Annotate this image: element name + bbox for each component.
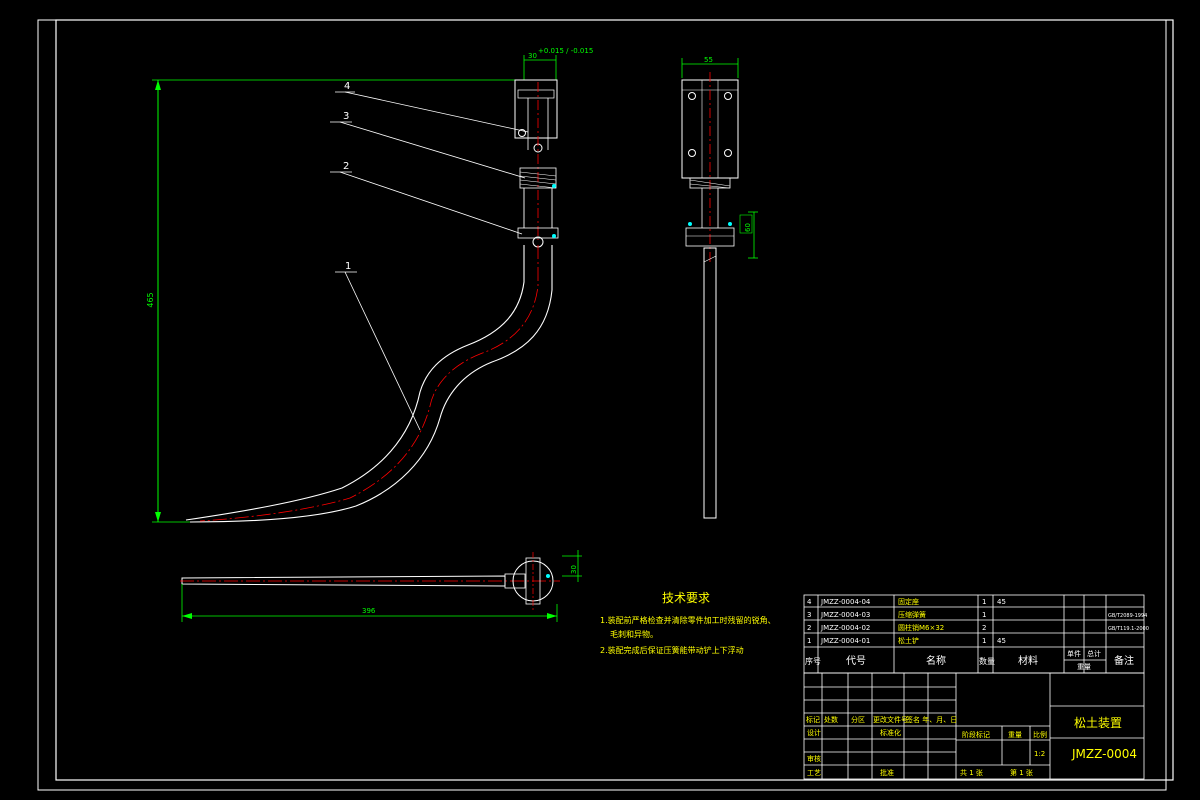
balloon-4: 4 xyxy=(344,81,350,92)
tb-scale: 比例 xyxy=(1033,730,1047,739)
bom-row-mat: 45 xyxy=(997,637,1006,645)
tb-approve: 批准 xyxy=(880,768,894,777)
bom-header-single: 单件 xyxy=(1067,649,1081,658)
bom-text: 4 JMZZ-0004-04 固定座 1 45 3 JMZZ-0004-03 压… xyxy=(805,597,1149,671)
bom-row-name: 固定座 xyxy=(898,597,919,606)
tb-count: 处数 xyxy=(824,715,838,724)
tb-drawing-name: 松土装置 xyxy=(1074,716,1122,730)
side-width-dim-text: 55 xyxy=(704,56,713,64)
bom-row-no: 2 xyxy=(807,624,811,632)
bom-row-name: 压缩弹簧 xyxy=(898,610,926,619)
bottom-view: 396 30 xyxy=(180,550,582,622)
tech-title: 技术要求 xyxy=(662,591,710,605)
bom-row-qty: 2 xyxy=(982,624,986,632)
tech-line-1: 1.装配前严格检查并清除零件加工时残留的锐角、 xyxy=(600,615,776,625)
bom-header-note: 备注 xyxy=(1114,654,1134,667)
balloon-1: 1 xyxy=(345,261,351,272)
tb-sheet: 第 1 张 xyxy=(1010,768,1033,777)
bom-row-qty: 1 xyxy=(982,637,986,645)
bom-table xyxy=(803,594,1145,674)
tb-sign-date: 签名 年、月、日 xyxy=(906,715,957,724)
tb-change-doc: 更改文件号 xyxy=(873,715,908,724)
bom-row-no: 1 xyxy=(807,637,811,645)
compression-spring xyxy=(519,167,557,189)
length-dim-text: 396 xyxy=(362,607,376,615)
tech-requirements: 技术要求 1.装配前严格检查并清除零件加工时残留的锐角、 毛刺和异物。 2.装配… xyxy=(600,591,776,655)
bom-row-mat: 45 xyxy=(997,598,1006,606)
shovel-centerline xyxy=(199,245,539,522)
tech-line-3: 2.装配完成后保证压簧能带动铲上下浮动 xyxy=(600,645,744,655)
bom-row-name: 松土铲 xyxy=(898,636,919,645)
bom-row-name: 圆柱销M6×32 xyxy=(898,623,944,632)
title-block xyxy=(803,672,1145,780)
bom-header-total: 总计 xyxy=(1087,649,1101,658)
tb-stage-mark: 阶段标记 xyxy=(962,730,990,739)
bom-row-code: JMZZ-0004-03 xyxy=(820,611,870,619)
side-view: 55 60 xyxy=(681,56,758,519)
bom-row-no: 4 xyxy=(807,598,812,606)
bom-header-code: 代号 xyxy=(846,655,866,667)
bottom-right-dim-text: 30 xyxy=(570,565,578,574)
title-block-text: 标记 处数 分区 更改文件号 签名 年、月、日 设计 标准化 审核 工艺 批准 … xyxy=(806,715,1137,777)
tb-review: 审核 xyxy=(807,754,821,763)
side-right-dim-text: 60 xyxy=(744,223,752,232)
bom-row-qty: 1 xyxy=(982,598,986,606)
bom-row-note: GB/T119.1-2000 xyxy=(1108,626,1149,632)
height-dim-text: 465 xyxy=(146,292,155,307)
bom-header-mat: 材料 xyxy=(1018,654,1038,667)
shovel-outline-inner xyxy=(189,245,553,523)
tb-mark: 标记 xyxy=(806,715,820,724)
tb-weight: 重量 xyxy=(1008,731,1022,739)
top-width-tol-text: +0.015 / -0.015 xyxy=(538,47,593,55)
bom-row-qty: 1 xyxy=(982,611,986,619)
bom-row-note: GB/T2089-1994 xyxy=(1108,613,1147,619)
bom-header-weight: 重量 xyxy=(1077,663,1091,671)
balloon-2: 2 xyxy=(343,161,349,172)
sheet-outer-border xyxy=(37,19,1167,791)
tb-scale-value: 1:2 xyxy=(1034,750,1045,758)
bom-row-code: JMZZ-0004-04 xyxy=(820,598,871,606)
bom-header-name: 名称 xyxy=(926,654,946,667)
top-width-dim-text: 30 xyxy=(528,52,537,60)
tech-line-2: 毛刺和异物。 xyxy=(610,629,658,639)
tb-drawing-no: JMZZ-0004 xyxy=(1071,747,1137,761)
sheet-inner-border xyxy=(55,19,1174,781)
front-view: 465 30 +0.015 / -0.015 4 xyxy=(146,47,593,523)
bom-row-no: 3 xyxy=(807,611,811,619)
shovel-outline-outer xyxy=(185,245,525,521)
bom-header-no: 序号 xyxy=(805,656,821,666)
tb-standard: 标准化 xyxy=(880,728,901,737)
tb-design: 设计 xyxy=(807,728,821,737)
balloon-3: 3 xyxy=(343,111,349,122)
side-shank xyxy=(703,247,717,519)
tb-sheets: 共 1 张 xyxy=(960,768,983,777)
bom-row-code: JMZZ-0004-01 xyxy=(820,637,870,645)
tb-process: 工艺 xyxy=(807,769,821,777)
tb-zone: 分区 xyxy=(851,715,865,724)
bom-row-code: JMZZ-0004-02 xyxy=(820,624,870,632)
bom-header-qty: 数量 xyxy=(979,656,995,666)
